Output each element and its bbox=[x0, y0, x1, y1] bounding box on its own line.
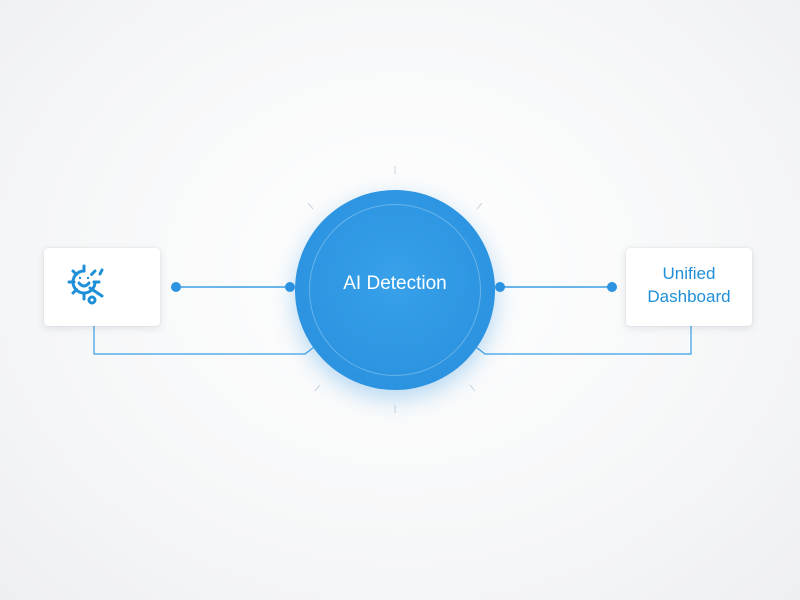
connector-dot bbox=[495, 282, 505, 292]
dashboard-label-line2: Dashboard bbox=[647, 287, 731, 306]
gear-smile-icon bbox=[67, 264, 104, 305]
dashboard-label-line1: Unified bbox=[662, 264, 716, 283]
dashboard-label: Unified Dashboard bbox=[626, 262, 752, 308]
connector-dot bbox=[607, 282, 617, 292]
left-bracket-line bbox=[93, 326, 319, 355]
right-bracket-line bbox=[471, 326, 692, 355]
dashboard-card: Unified Dashboard bbox=[626, 248, 752, 326]
hub-ray bbox=[476, 202, 483, 210]
hub-rays bbox=[307, 166, 483, 413]
hub-ray bbox=[469, 384, 476, 392]
ai-detection-hub: AI Detection bbox=[295, 190, 495, 390]
connector-dot bbox=[285, 282, 295, 292]
source-card bbox=[44, 248, 160, 326]
hub-label: AI Detection bbox=[343, 273, 447, 294]
connector-dot bbox=[171, 282, 181, 292]
hub-ray bbox=[314, 384, 321, 392]
hub-inner-ring bbox=[309, 204, 481, 376]
hub-ray bbox=[307, 202, 314, 210]
